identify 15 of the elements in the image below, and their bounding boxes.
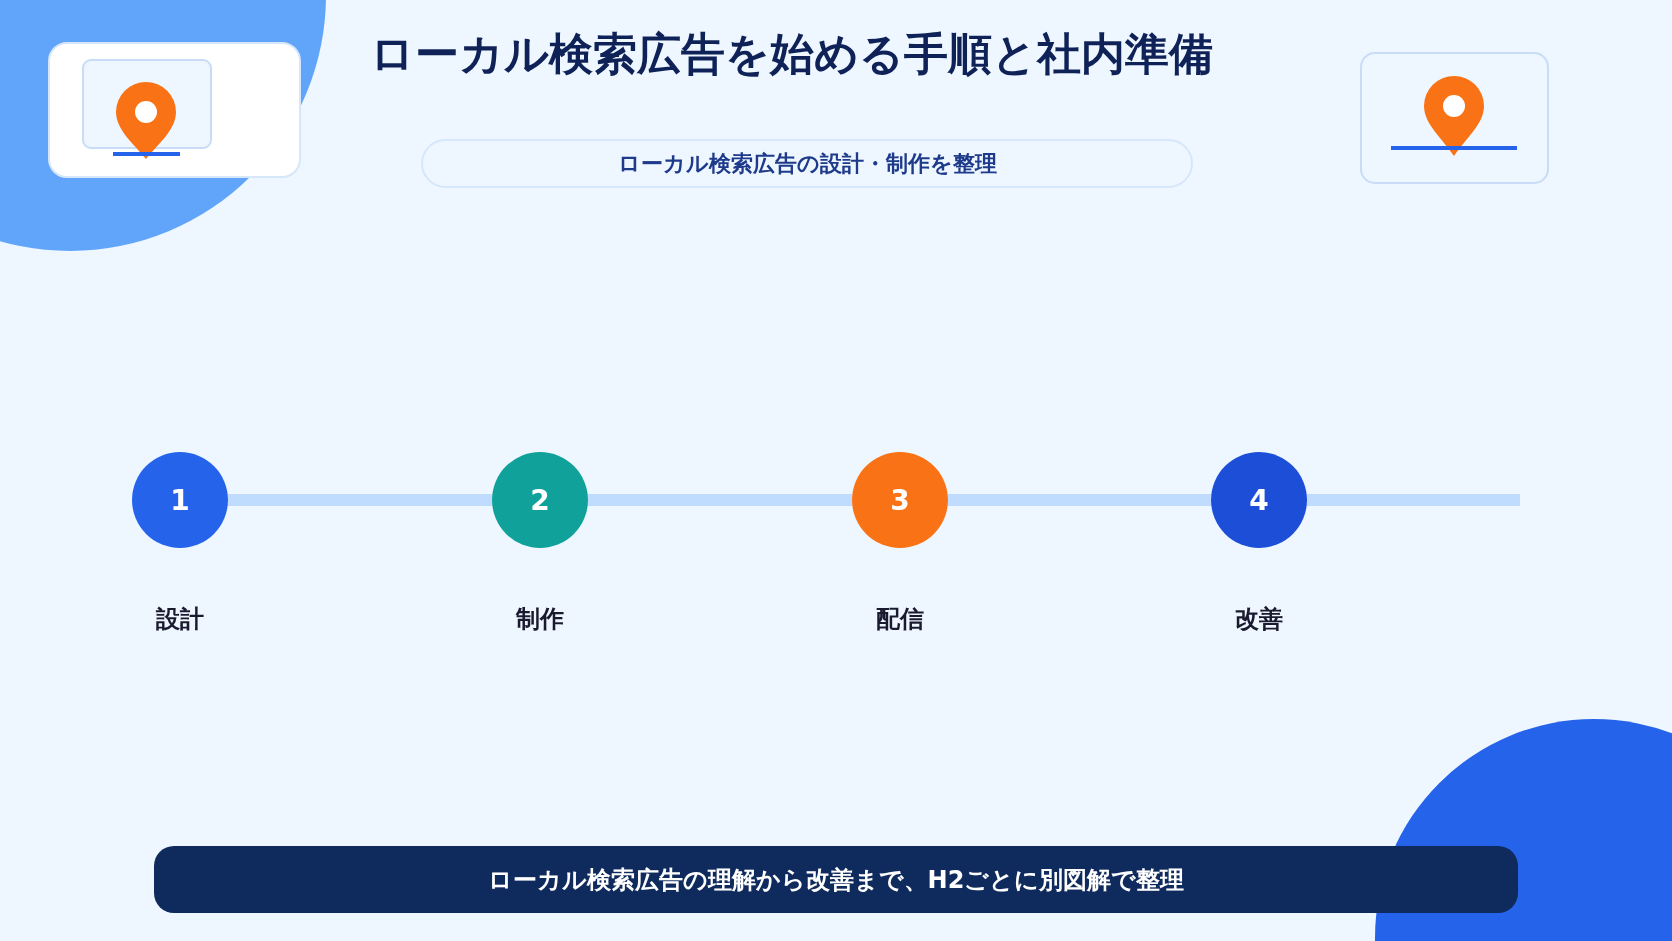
timeline-line — [588, 494, 852, 506]
timeline-line — [948, 494, 1211, 506]
step-circle: 1 — [132, 452, 228, 548]
timeline-line — [228, 494, 492, 506]
step-circle: 2 — [492, 452, 588, 548]
step-circle: 3 — [852, 452, 948, 548]
step-label: 設計 — [155, 604, 205, 635]
step-label: 制作 — [514, 604, 565, 635]
subtitle-pill: ローカル検索広告の設計・制作を整理 — [421, 139, 1193, 188]
step-label: 配信 — [875, 604, 925, 635]
step-label: 改善 — [1234, 604, 1284, 635]
footer-banner: ローカル検索広告の理解から改善まで、H2ごとに別図解で整理 — [154, 846, 1518, 913]
timeline-line — [1307, 494, 1520, 506]
title: ローカル検索広告を始める手順と社内準備 — [368, 27, 1214, 81]
step-circle: 4 — [1211, 452, 1307, 548]
